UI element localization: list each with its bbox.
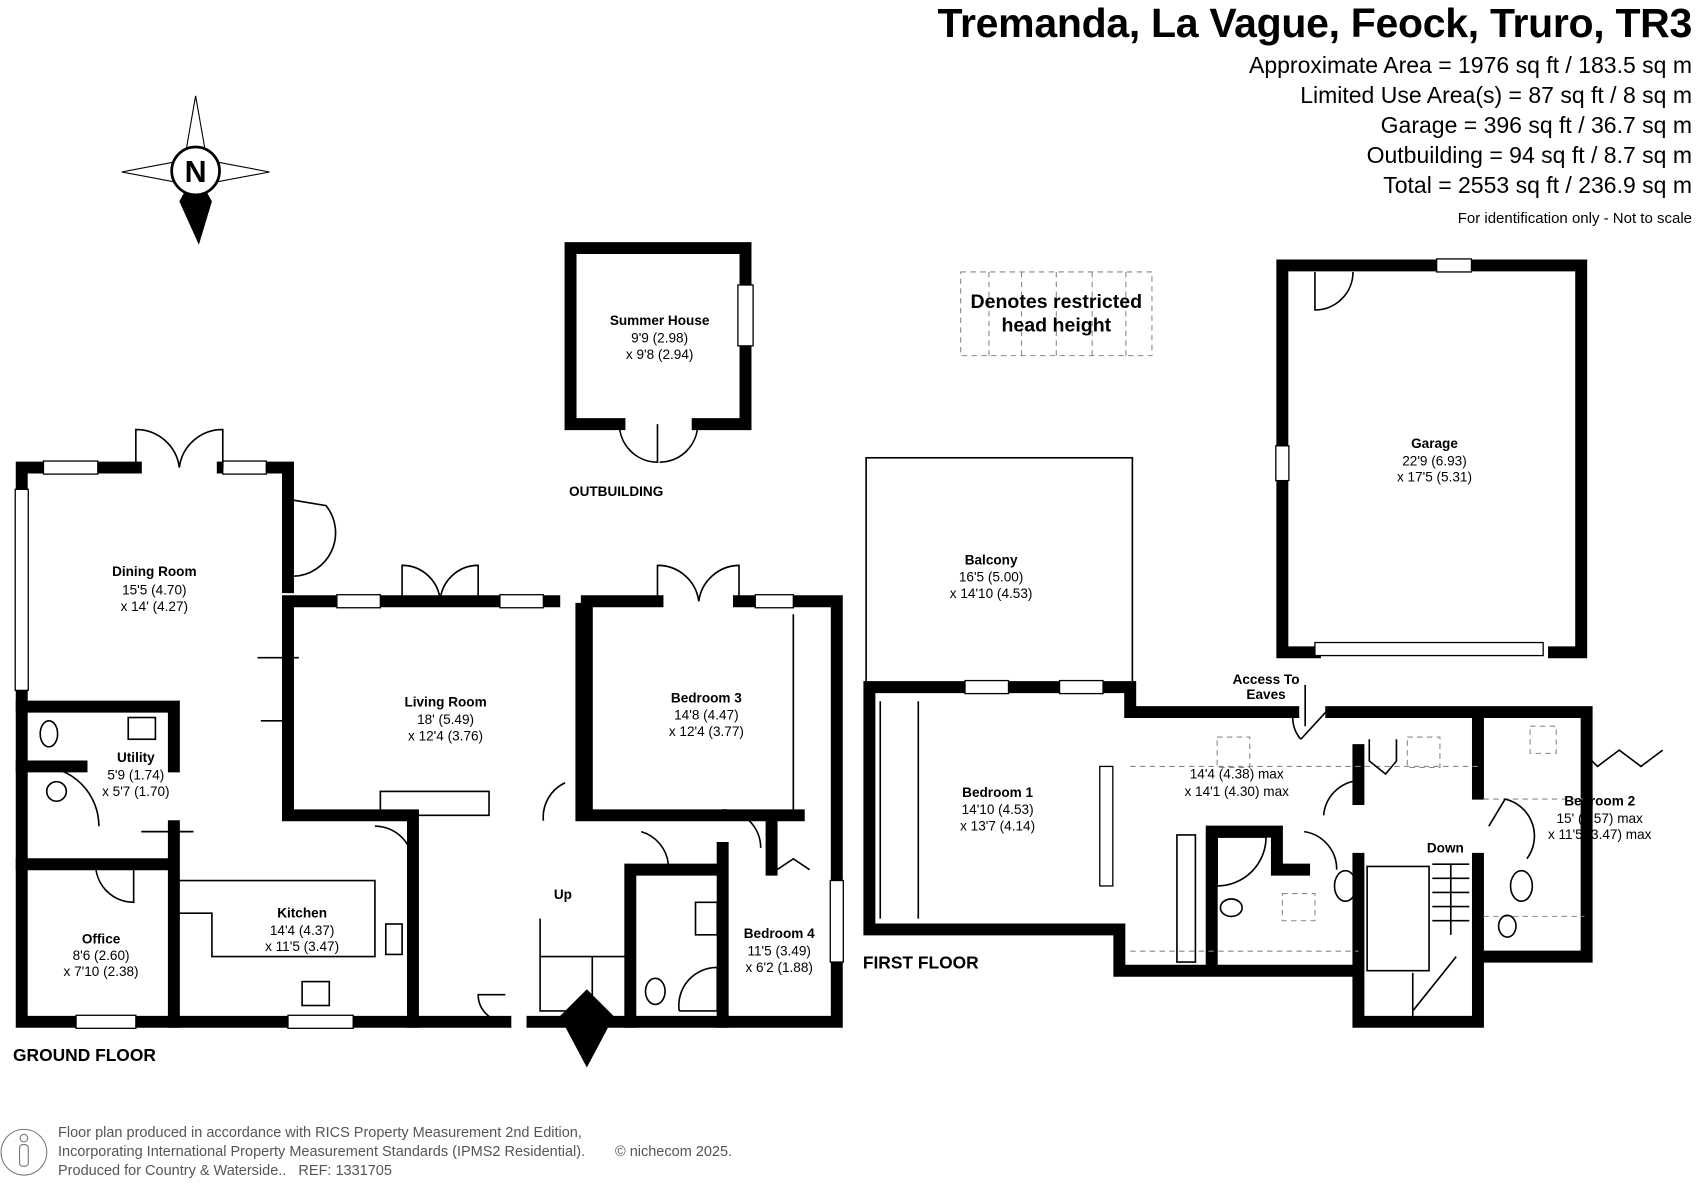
svg-text:x 6'2 (1.88): x 6'2 (1.88): [745, 960, 813, 975]
area-total: Total = 2553 sq ft / 236.9 sq m: [1383, 172, 1692, 198]
svg-text:14'10 (4.53): 14'10 (4.53): [962, 802, 1034, 817]
svg-text:5'9 (1.74): 5'9 (1.74): [107, 767, 164, 782]
svg-text:Bedroom 3: Bedroom 3: [671, 690, 742, 705]
svg-text:15'5 (4.70): 15'5 (4.70): [122, 583, 187, 598]
room-kitchen: Kitchen 14'4 (4.37) x 11'5 (3.47): [265, 905, 339, 954]
svg-text:Garage: Garage: [1411, 436, 1458, 451]
room-bedroom-4: Bedroom 4 11'5 (3.49) x 6'2 (1.88): [744, 926, 815, 975]
svg-text:Balcony: Balcony: [965, 552, 1018, 567]
svg-text:14'4 (4.38) max: 14'4 (4.38) max: [1190, 766, 1284, 781]
room-summer-house: Summer House 9'9 (2.98) x 9'8 (2.94): [610, 313, 710, 362]
svg-text:Bedroom 1: Bedroom 1: [962, 785, 1033, 800]
eaves-label-1: Access To: [1233, 672, 1300, 687]
footer-line-1: Floor plan produced in accordance with R…: [58, 1125, 582, 1141]
summer-house-plan: [564, 242, 754, 463]
svg-text:Bedroom 4: Bedroom 4: [744, 926, 815, 941]
svg-text:15' (4.57) max: 15' (4.57) max: [1556, 811, 1643, 826]
svg-text:Living Room: Living Room: [404, 695, 486, 710]
svg-text:x 11'5 (3.47): x 11'5 (3.47): [265, 939, 339, 954]
area-approx: Approximate Area = 1976 sq ft / 183.5 sq…: [1248, 52, 1692, 78]
room-garage: Garage 22'9 (6.93) x 17'5 (5.31): [1397, 436, 1472, 485]
area-limited: Limited Use Area(s) = 87 sq ft / 8 sq m: [1300, 82, 1692, 108]
ground-floor-label: GROUND FLOOR: [13, 1045, 156, 1065]
room-office: Office 8'6 (2.60) x 7'10 (2.38): [64, 932, 139, 980]
room-balcony: Balcony 16'5 (5.00) x 14'10 (4.53): [950, 552, 1033, 601]
svg-text:head height: head height: [1001, 315, 1111, 337]
first-floor-label: FIRST FLOOR: [863, 953, 979, 973]
svg-text:x 13'7 (4.14): x 13'7 (4.14): [960, 819, 1035, 834]
area-garage: Garage = 396 sq ft / 36.7 sq m: [1380, 112, 1692, 138]
restricted-height-legend: Denotes restricted head height: [960, 271, 1153, 357]
compass-north-label: N: [185, 155, 207, 189]
area-summary: Approximate Area = 1976 sq ft / 183.5 sq…: [1249, 50, 1692, 200]
eaves-label-2: Eaves: [1246, 687, 1285, 702]
stairs-up-label: Up: [554, 887, 572, 902]
svg-text:22'9 (6.93): 22'9 (6.93): [1402, 453, 1467, 468]
footer-line-3: Produced for Country & Waterside.. REF: …: [58, 1163, 392, 1179]
svg-text:x 12'4 (3.76): x 12'4 (3.76): [408, 728, 483, 743]
svg-text:x 14'1 (4.30) max: x 14'1 (4.30) max: [1184, 784, 1289, 799]
svg-text:9'9 (2.98): 9'9 (2.98): [631, 331, 688, 346]
svg-text:x 9'8 (2.94): x 9'8 (2.94): [626, 347, 694, 362]
room-landing: 14'4 (4.38) max x 14'1 (4.30) max: [1184, 766, 1289, 798]
svg-text:x 5'7 (1.70): x 5'7 (1.70): [102, 784, 169, 799]
svg-text:16'5 (5.00): 16'5 (5.00): [959, 570, 1024, 585]
svg-text:18' (5.49): 18' (5.49): [417, 712, 474, 727]
svg-text:14'8 (4.47): 14'8 (4.47): [674, 708, 739, 723]
person-icon: [0, 1128, 48, 1176]
footer-copyright: © nichecom 2025.: [615, 1144, 733, 1160]
svg-text:Denotes restricted: Denotes restricted: [970, 291, 1142, 313]
svg-text:x 14' (4.27): x 14' (4.27): [121, 599, 189, 614]
svg-text:8'6 (2.60): 8'6 (2.60): [73, 948, 130, 963]
svg-text:x 7'10 (2.38): x 7'10 (2.38): [64, 964, 139, 979]
room-living: Living Room 18' (5.49) x 12'4 (3.76): [404, 695, 486, 744]
svg-text:x 12'4 (3.77): x 12'4 (3.77): [669, 724, 744, 739]
garage-plan: [1275, 258, 1588, 659]
room-bedroom-3: Bedroom 3 14'8 (4.47) x 12'4 (3.77): [669, 690, 744, 739]
svg-text:Summer House: Summer House: [610, 313, 710, 328]
svg-text:Office: Office: [82, 932, 121, 947]
svg-text:Kitchen: Kitchen: [277, 905, 327, 920]
first-floor-plan: [863, 456, 1664, 1028]
ground-floor-plan: [14, 428, 844, 1068]
svg-text:Utility: Utility: [117, 750, 155, 765]
area-outbuilding: Outbuilding = 94 sq ft / 8.7 sq m: [1366, 142, 1692, 168]
room-bedroom-2: Bedroom 2 15' (4.57) max x 11'5 (3.47) m…: [1548, 794, 1652, 843]
room-dining: Dining Room 15'5 (4.70) x 14' (4.27): [112, 564, 196, 614]
footer: Floor plan produced in accordance with R…: [58, 1124, 732, 1181]
scale-note: For identification only - Not to scale: [1457, 210, 1692, 227]
outbuilding-label: OUTBUILDING: [569, 484, 663, 499]
svg-text:x 17'5 (5.31): x 17'5 (5.31): [1397, 470, 1472, 485]
room-bedroom-1: Bedroom 1 14'10 (4.53) x 13'7 (4.14): [960, 785, 1035, 834]
svg-text:x 11'5 (3.47) max: x 11'5 (3.47) max: [1548, 827, 1652, 842]
stairs-down-label: Down: [1427, 840, 1464, 855]
svg-text:Dining Room: Dining Room: [112, 564, 196, 579]
compass-icon: N: [121, 95, 270, 245]
svg-text:11'5 (3.49): 11'5 (3.49): [747, 944, 810, 959]
footer-line-2: Incorporating International Property Mea…: [58, 1144, 586, 1160]
svg-text:14'4 (4.37): 14'4 (4.37): [270, 923, 335, 938]
property-title: Tremanda, La Vague, Feock, Truro, TR3: [937, 0, 1693, 46]
room-utility: Utility 5'9 (1.74) x 5'7 (1.70): [102, 750, 169, 799]
svg-text:Bedroom 2: Bedroom 2: [1564, 794, 1635, 809]
svg-text:x 14'10 (4.53): x 14'10 (4.53): [950, 586, 1033, 601]
